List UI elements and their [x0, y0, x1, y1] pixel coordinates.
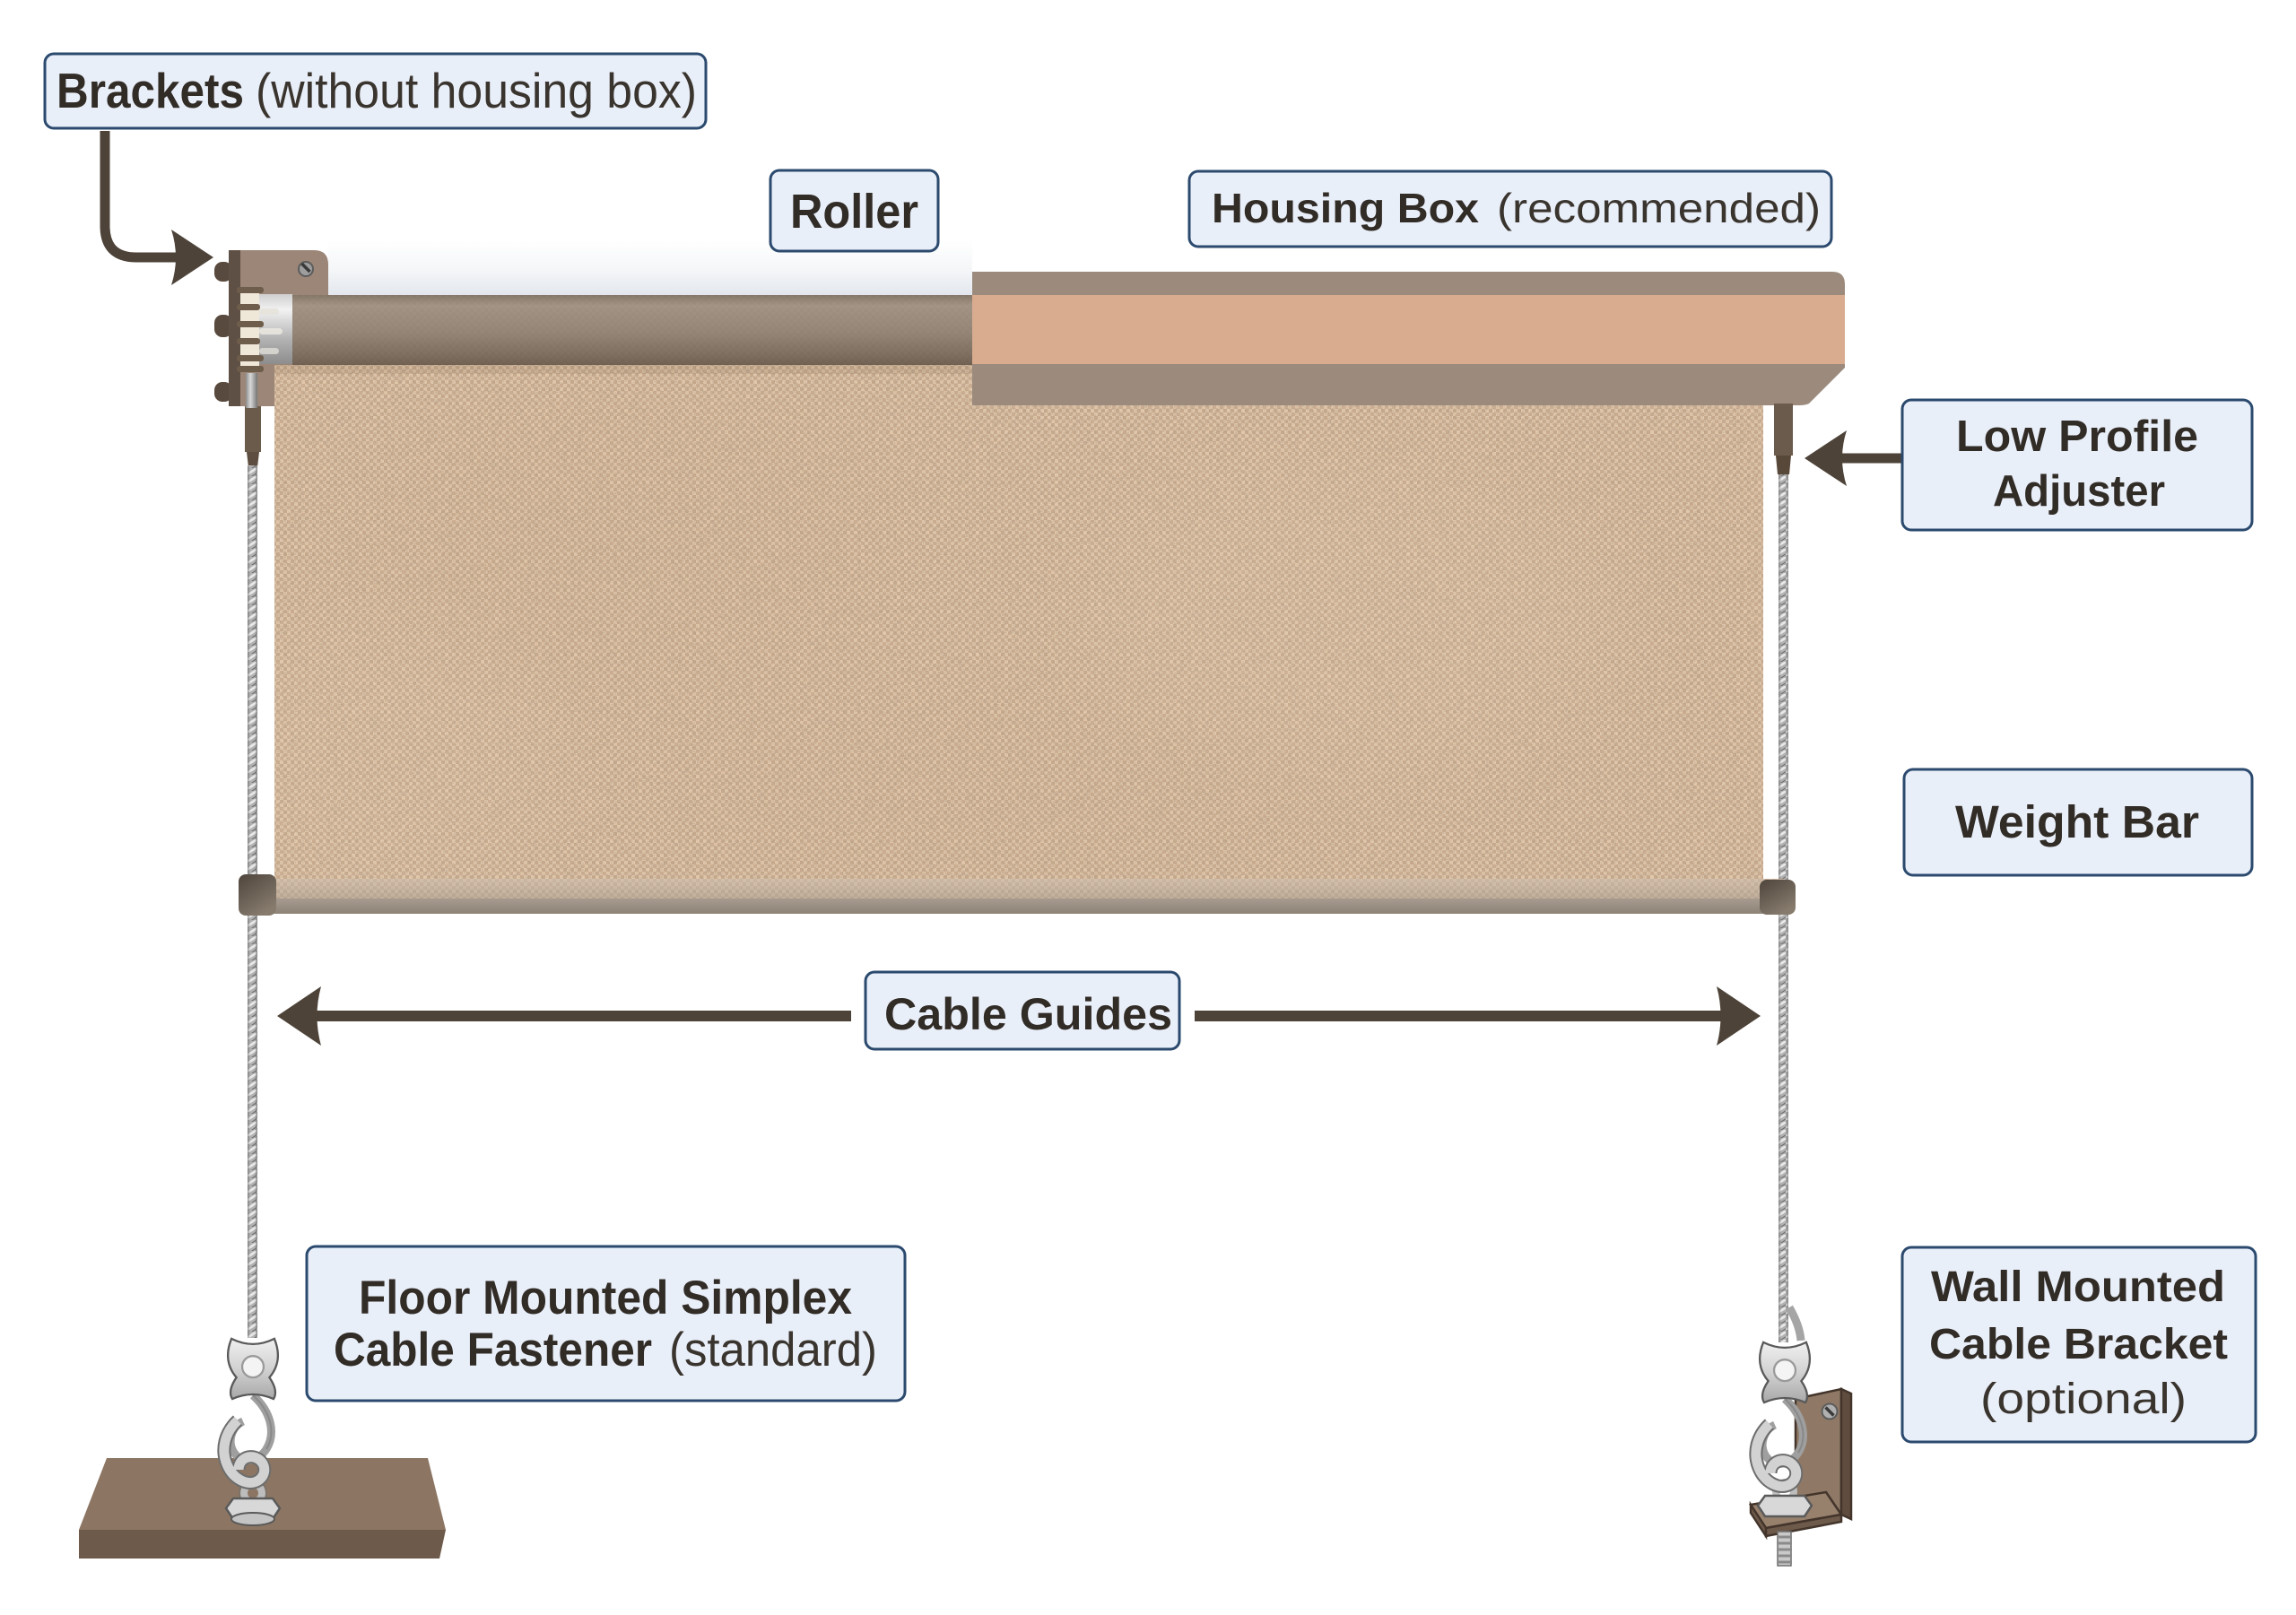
svg-text:Roller: Roller: [790, 185, 918, 239]
svg-text:Cable Bracket: Cable Bracket: [1929, 1321, 2228, 1368]
svg-text:Low Profile: Low Profile: [1956, 412, 2198, 461]
svg-text:(optional): (optional): [1980, 1376, 2187, 1423]
svg-text:Cable Guides: Cable Guides: [884, 989, 1172, 1039]
svg-text:Brackets(without housing box): Brackets(without housing box): [57, 63, 697, 118]
svg-text:Adjuster: Adjuster: [1993, 467, 2165, 516]
svg-text:Floor Mounted Simplex: Floor Mounted Simplex: [359, 1272, 852, 1324]
svg-text:Cable Fastener(standard): Cable Fastener(standard): [334, 1324, 877, 1376]
svg-text:Wall Mounted: Wall Mounted: [1931, 1263, 2225, 1311]
svg-text:Housing Box(recommended): Housing Box(recommended): [1212, 185, 1821, 231]
svg-text:Weight Bar: Weight Bar: [1955, 796, 2199, 847]
